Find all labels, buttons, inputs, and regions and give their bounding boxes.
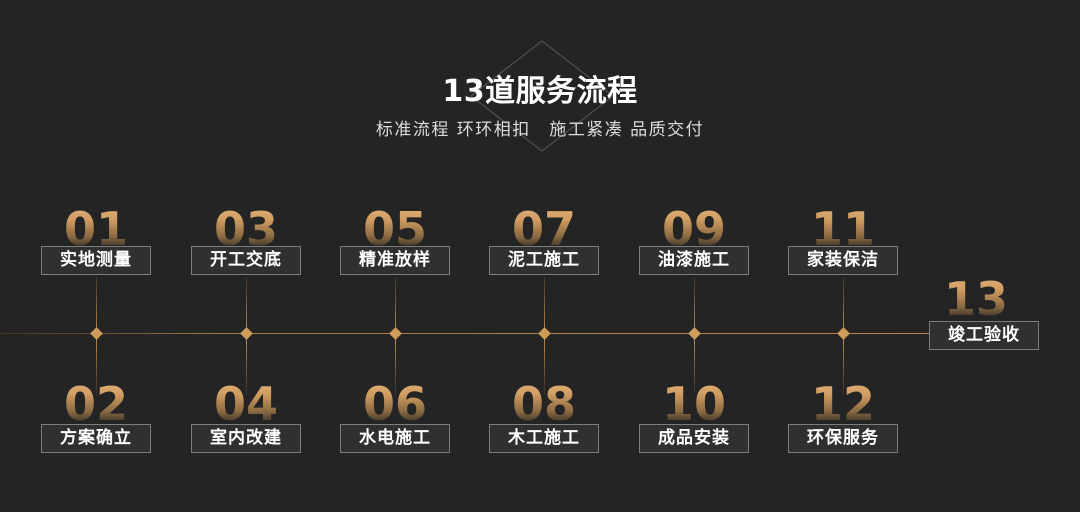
- step-number: 12: [773, 381, 913, 427]
- step-number: 01: [26, 206, 166, 252]
- title-diamond-decoration-icon: [470, 40, 614, 152]
- page-subtitle: 标准流程 环环相扣 施工紧凑 品质交付: [375, 120, 705, 140]
- step-label: 水电施工: [340, 424, 450, 453]
- step-label: 木工施工: [489, 424, 599, 453]
- step-label: 实地测量: [41, 246, 151, 275]
- step-number: 08: [474, 381, 614, 427]
- timeline-node-diamond-icon: [836, 327, 850, 340]
- step-number: 04: [176, 381, 316, 427]
- step-label: 开工交底: [191, 246, 301, 275]
- step-label: 方案确立: [41, 424, 151, 453]
- timeline-node-diamond-icon: [537, 327, 551, 340]
- page-title: 13道服务流程: [442, 74, 638, 109]
- step-number: 13: [906, 276, 1046, 322]
- step-number: 10: [624, 381, 764, 427]
- step-label: 油漆施工: [639, 246, 749, 275]
- step-number: 07: [474, 206, 614, 252]
- step-label: 精准放样: [340, 246, 450, 275]
- timeline-line: [0, 333, 930, 334]
- step-label: 环保服务: [788, 424, 898, 453]
- timeline-node-diamond-icon: [239, 327, 253, 340]
- step-label: 泥工施工: [489, 246, 599, 275]
- step-number: 05: [325, 206, 465, 252]
- step-label: 家装保洁: [788, 246, 898, 275]
- step-label: 竣工验收: [929, 321, 1039, 350]
- step-number: 06: [325, 381, 465, 427]
- step-number: 02: [26, 381, 166, 427]
- step-number: 03: [176, 206, 316, 252]
- step-number: 09: [624, 206, 764, 252]
- timeline-node-diamond-icon: [89, 327, 103, 340]
- step-label: 室内改建: [191, 424, 301, 453]
- timeline-node-diamond-icon: [687, 327, 701, 340]
- step-number: 11: [773, 206, 913, 252]
- step-label: 成品安装: [639, 424, 749, 453]
- timeline-node-diamond-icon: [388, 327, 402, 340]
